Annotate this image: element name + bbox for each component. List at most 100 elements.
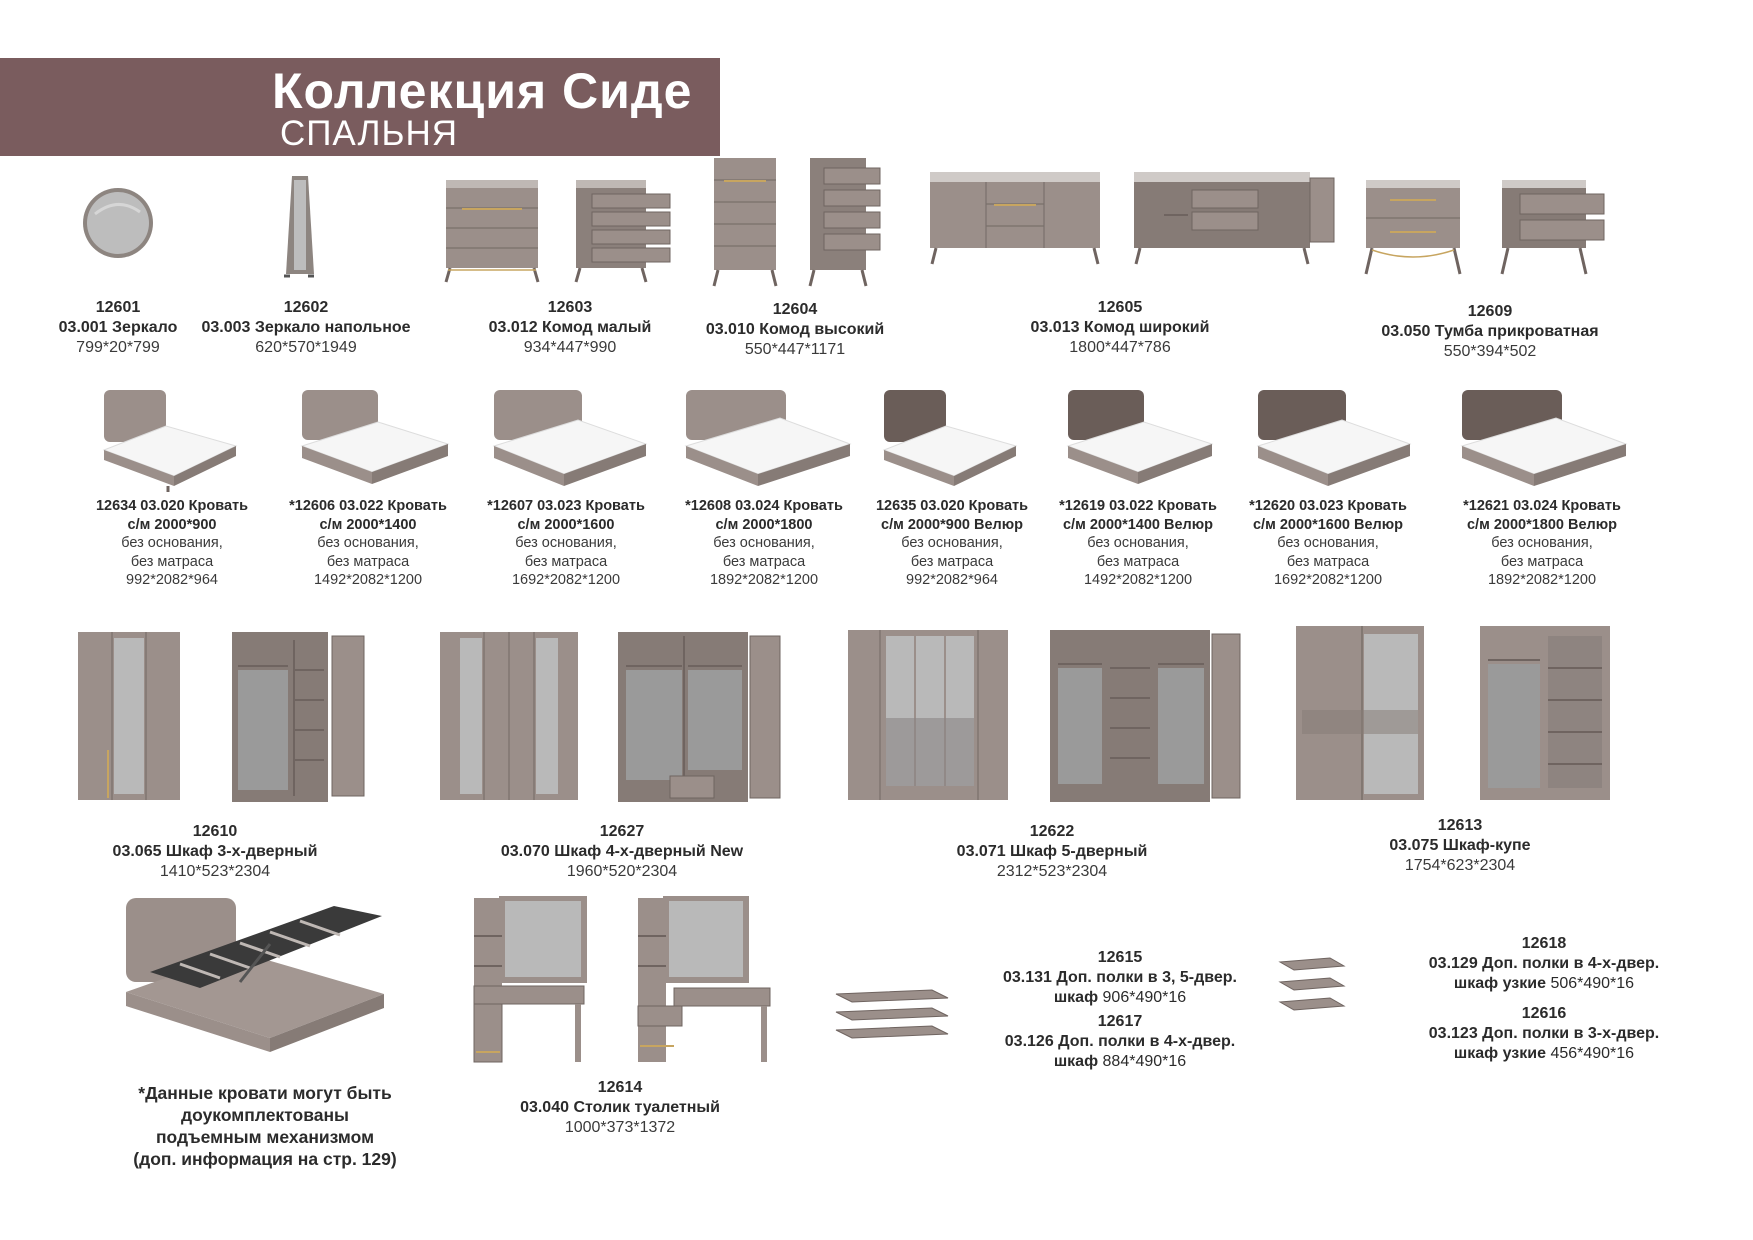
small-chest-open-image xyxy=(572,178,676,284)
shelves-12618-caption: 12618 03.129 Доп. полки в 4-х-двер. шкаф… xyxy=(1412,934,1676,994)
product-code: 12613 xyxy=(1437,817,1483,834)
wide-chest-open-image xyxy=(1130,170,1340,266)
note-line-4: (доп. информация на стр. 129) xyxy=(133,1149,397,1169)
bed-caption-1: 12634 03.020 Кровать с/м 2000*900 без ос… xyxy=(72,497,272,590)
product-code: 12605 xyxy=(1097,299,1143,316)
bed-note-mattress: без матраса xyxy=(524,553,608,570)
bed-note-mattress: без матраса xyxy=(1096,553,1180,570)
bed-dimensions: 1692*2082*1200 xyxy=(511,572,621,588)
bed-dimensions: 992*2082*964 xyxy=(906,572,998,588)
product-code: 12615 xyxy=(1097,949,1143,966)
product-code: 12601 xyxy=(95,299,141,316)
tall-chest-caption: 12604 03.010 Комод высокий 550*447*1171 xyxy=(690,300,900,360)
product-code: 12622 xyxy=(1029,823,1075,840)
small-chest-caption: 12603 03.012 Комод малый 934*447*990 xyxy=(460,298,680,358)
bed-dimensions: 1892*2082*1200 xyxy=(709,572,819,588)
product-dimensions: 550*394*502 xyxy=(1443,343,1537,360)
small-chest-closed-image xyxy=(442,178,542,284)
product-code: 12603 xyxy=(547,299,593,316)
floor-mirror-caption: 12602 03.003 Зеркало напольное 620*570*1… xyxy=(196,298,416,358)
bed-dimensions: 992*2082*964 xyxy=(126,572,218,588)
floor-mirror-image xyxy=(280,174,318,278)
lift-mechanism-note: *Данные кровати могут быть доукомплектов… xyxy=(110,1082,420,1170)
product-name: 03.129 Доп. полки в 4-х-двер. xyxy=(1428,955,1660,972)
product-dimensions: 1000*373*1372 xyxy=(564,1119,676,1136)
bed-caption-3: *12607 03.023 Кровать с/м 2000*1600 без … xyxy=(466,497,666,590)
product-name: 03.012 Комод малый xyxy=(488,319,652,336)
vanity-closed-image xyxy=(470,896,588,1068)
bed-note-mattress: без матраса xyxy=(722,553,806,570)
product-code: 12609 xyxy=(1467,303,1513,320)
product-dimensions: 799*20*799 xyxy=(76,339,160,356)
product-code: 12617 xyxy=(1097,1013,1143,1030)
bed-caption-5: 12635 03.020 Кровать с/м 2000*900 Велюр … xyxy=(852,497,1052,590)
product-dimensions: 620*570*1949 xyxy=(255,339,357,356)
wide-chest-caption: 12605 03.013 Комод широкий 1800*447*786 xyxy=(1010,298,1230,358)
bed-note-base: без основания, xyxy=(515,535,617,551)
bed-size: с/м 2000*1400 xyxy=(319,516,417,533)
wardrobe-5door-closed-image xyxy=(844,628,1012,806)
product-dimensions: 456*490*16 xyxy=(1550,1045,1635,1062)
product-name: 03.050 Тумба прикроватная xyxy=(1381,323,1599,340)
bed-title: *12607 03.023 Кровать xyxy=(487,498,645,514)
tall-chest-closed-image xyxy=(710,156,780,288)
product-dimensions: 1800*447*786 xyxy=(1069,339,1171,356)
nightstand-caption: 12609 03.050 Тумба прикроватная 550*394*… xyxy=(1370,302,1610,362)
bed-dimensions: 1492*2082*1200 xyxy=(1083,572,1193,588)
bed-title: 12635 03.020 Кровать xyxy=(875,498,1029,514)
wardrobe-4door-closed-image xyxy=(436,630,582,804)
bed-note-base: без основания, xyxy=(713,535,815,551)
wardrobe-4door-caption: 12627 03.070 Шкаф 4-х-дверный New 1960*5… xyxy=(492,822,752,882)
product-name: 03.071 Шкаф 5-дверный xyxy=(956,843,1148,860)
bed-title: *12620 03.023 Кровать xyxy=(1249,498,1407,514)
product-name: 03.001 Зеркало xyxy=(58,319,178,336)
product-dimensions: 1960*520*2304 xyxy=(566,863,678,880)
product-code: 12616 xyxy=(1521,1005,1567,1022)
vanity-caption: 12614 03.040 Столик туалетный 1000*373*1… xyxy=(500,1078,740,1138)
bed-dimensions: 1892*2082*1200 xyxy=(1487,572,1597,588)
bed-note-base: без основания, xyxy=(121,535,223,551)
bed-caption-7: *12620 03.023 Кровать с/м 2000*1600 Велю… xyxy=(1228,497,1428,590)
product-dimensions: 1410*523*2304 xyxy=(159,863,271,880)
bed-caption-4: *12608 03.024 Кровать с/м 2000*1800 без … xyxy=(664,497,864,590)
bed-title: *12608 03.024 Кровать xyxy=(685,498,843,514)
wide-shelves-image xyxy=(832,986,952,1044)
product-type: шкаф узкие xyxy=(1453,1045,1546,1062)
product-code: 12604 xyxy=(772,301,818,318)
shelves-12617-caption: 12617 03.126 Доп. полки в 4-х-двер. шкаф… xyxy=(990,1012,1250,1072)
shelves-12615-caption: 12615 03.131 Доп. полки в 3, 5-двер. шка… xyxy=(990,948,1250,1008)
bed-note-mattress: без матраса xyxy=(1286,553,1370,570)
product-name: 03.123 Доп. полки в 3-х-двер. xyxy=(1428,1025,1660,1042)
product-code: 12618 xyxy=(1521,935,1567,952)
product-dimensions: 884*490*16 xyxy=(1102,1053,1187,1070)
product-dimensions: 506*490*16 xyxy=(1550,975,1635,992)
bed-note-base: без основания, xyxy=(901,535,1003,551)
bed-image-1 xyxy=(98,386,242,496)
round-mirror-image xyxy=(80,184,156,262)
bed-size: с/м 2000*1600 xyxy=(517,516,615,533)
bed-image-8 xyxy=(1456,386,1632,496)
product-name: 03.013 Комод широкий xyxy=(1030,319,1210,336)
product-name: 03.126 Доп. полки в 4-х-двер. xyxy=(1004,1033,1236,1050)
bed-size: с/м 2000*1800 Велюр xyxy=(1466,516,1618,533)
note-line-2: доукомплектованы xyxy=(181,1105,349,1125)
product-code: 12602 xyxy=(283,299,329,316)
bed-size: с/м 2000*1800 xyxy=(715,516,813,533)
product-type: шкаф xyxy=(1053,1053,1099,1070)
tall-chest-open-image xyxy=(806,156,884,288)
bed-note-base: без основания, xyxy=(317,535,419,551)
bed-dimensions: 1692*2082*1200 xyxy=(1273,572,1383,588)
wardrobe-5door-open-image xyxy=(1046,628,1244,808)
collection-banner: Коллекция Сиде СПАЛЬНЯ xyxy=(0,58,720,156)
bed-title: 12634 03.020 Кровать xyxy=(95,498,249,514)
product-dimensions: 1754*623*2304 xyxy=(1404,857,1516,874)
product-name: 03.065 Шкаф 3-х-дверный xyxy=(112,843,318,860)
product-type: шкаф узкие xyxy=(1453,975,1546,992)
product-type-and-dimensions: шкаф 906*490*16 xyxy=(990,988,1250,1008)
wardrobe-3door-caption: 12610 03.065 Шкаф 3-х-дверный 1410*523*2… xyxy=(100,822,330,882)
bed-size: с/м 2000*1600 Велюр xyxy=(1252,516,1404,533)
product-type-and-dimensions: шкаф узкие 456*490*16 xyxy=(1412,1044,1676,1064)
product-type-and-dimensions: шкаф 884*490*16 xyxy=(990,1052,1250,1072)
bed-note-mattress: без матраса xyxy=(1500,553,1584,570)
product-type: шкаф xyxy=(1053,989,1099,1006)
